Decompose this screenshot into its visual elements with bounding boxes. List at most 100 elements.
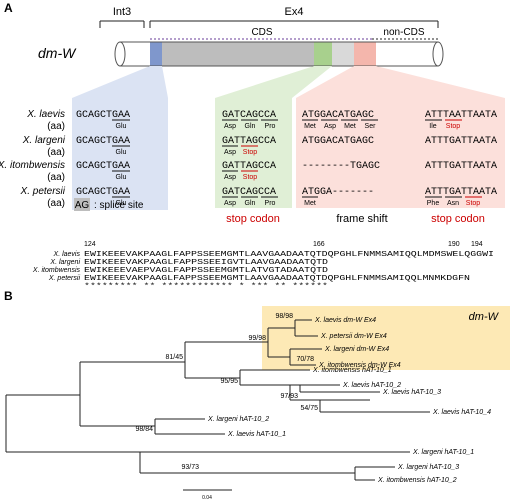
svg-text:98/98: 98/98 (275, 313, 293, 320)
tree-branches (5, 319, 430, 481)
svg-text:ATTTGATTAATA: ATTTGATTAATA (425, 136, 497, 147)
svg-text:X. largeni: X. largeni (22, 135, 66, 146)
svg-text:Ile: Ile (429, 123, 437, 130)
alignment-species: X. laevis X. largeni X. itombwensis X. p… (32, 251, 81, 282)
svg-text:Glu: Glu (116, 149, 127, 156)
stop-codon-caption: stop codon (226, 213, 280, 225)
svg-text:--------TGAGC: --------TGAGC (302, 161, 380, 172)
dm-w-clade-highlight (262, 306, 510, 370)
ex4-label: Ex4 (285, 6, 304, 18)
tree-leaf-labels: X. laevis dm-W Ex4 X. petersii dm-W Ex4 … (207, 317, 491, 484)
leaf-largeni-hat10-1: X. largeni hAT-10_1 (412, 449, 474, 456)
splice-legend-box (74, 198, 90, 211)
svg-text:Met: Met (344, 123, 356, 130)
species-labels: X. laevis X. largeni X. itombwensis X. p… (0, 109, 66, 197)
cds-label: CDS (251, 27, 272, 38)
exon-brackets: Int3 Ex4 CDS non-CDS (99, 6, 439, 40)
svg-text:AG: AG (75, 200, 90, 211)
stop-codon-region (314, 42, 332, 66)
svg-text:GATCAGCCA: GATCAGCCA (222, 187, 276, 198)
svg-text:X. petersii: X. petersii (20, 186, 66, 197)
svg-text:Glu: Glu (116, 123, 127, 130)
leaf-largeni-dmw: X. largeni dm-W Ex4 (324, 346, 389, 353)
bootstrap-values: 98/98 99/98 70/78 81/45 95/95 97/93 54/7… (135, 313, 318, 471)
svg-text:Met: Met (304, 200, 316, 207)
svg-text:166: 166 (313, 241, 325, 248)
leaf-laevis-dmw: X. laevis dm-W Ex4 (314, 317, 376, 324)
svg-text:81/45: 81/45 (165, 354, 183, 361)
splice-projection (72, 66, 168, 98)
svg-text:(aa): (aa) (47, 198, 65, 209)
frameshift-stop-caption: stop codon (431, 213, 485, 225)
svg-text:Gln: Gln (245, 123, 256, 130)
svg-text:97/93: 97/93 (280, 393, 298, 400)
panel-a-label: A (4, 1, 13, 15)
svg-text:ATGGACATGAGC: ATGGACATGAGC (302, 110, 374, 121)
stop-sequences: GATCAGCCA GATTAGCCA GATTAGCCA GATCAGCCA (222, 110, 276, 198)
panel-b-label: B (4, 289, 13, 303)
svg-text:ATGGACATGAGC: ATGGACATGAGC (302, 136, 374, 147)
alignment-positions: 124 166 190 194 (84, 241, 483, 248)
int3-label: Int3 (113, 6, 131, 18)
leaf-laevis-hat10-2: X. laevis hAT-10_2 (342, 382, 401, 389)
svg-text:95/95: 95/95 (220, 378, 238, 385)
noncds-label: non-CDS (383, 27, 424, 38)
frameshift-projection (296, 66, 505, 98)
svg-text:(aa): (aa) (47, 172, 65, 183)
svg-text:Asp: Asp (324, 123, 336, 130)
svg-text:93/73: 93/73 (181, 464, 199, 471)
svg-text:Asn: Asn (447, 200, 459, 207)
svg-text:EWIKEEEVAKPAAGLFAPPSSEEMGMTLAA: EWIKEEEVAKPAAGLFAPPSSEEMGMTLAAVGAADAATQT… (84, 275, 470, 283)
leaf-petersii-dmw: X. petersii dm-W Ex4 (320, 333, 387, 340)
svg-text:Asp: Asp (224, 174, 236, 181)
leaf-itombwensis-hat10-2: X. itombwensis hAT-10_2 (377, 477, 457, 484)
frameshift-region (354, 42, 376, 66)
svg-text:99/98: 99/98 (248, 335, 266, 342)
stop-projection (215, 66, 332, 98)
svg-text:X. largeni: X. largeni (49, 259, 80, 266)
svg-text:********* ** ************ * **: ********* ** ************ * *** ** *****… (84, 283, 328, 291)
leaf-laevis-hat10-4: X. laevis hAT-10_4 (432, 409, 491, 416)
gene-cylinder (114, 41, 444, 67)
scale-bar-label: 0.04 (202, 495, 212, 501)
frameshift-caption: frame shift (336, 213, 387, 225)
leaf-laevis-hat10-3: X. laevis hAT-10_3 (382, 389, 441, 396)
splice-region (150, 42, 162, 66)
svg-text:EWIKEEEVAKPAAGLFAPPSSEEIGVTLAA: EWIKEEEVAKPAAGLFAPPSSEEIGVTLAAVGAADAATQT… (84, 259, 328, 267)
svg-text:ATTTGATTAATA: ATTTGATTAATA (425, 161, 497, 172)
svg-text:Stop: Stop (466, 200, 481, 207)
svg-text:Stop: Stop (243, 174, 258, 181)
svg-text:124: 124 (84, 241, 96, 248)
leaf-itombwensis-hat10-1: X. itombwensis hAT-10_1 (312, 367, 392, 374)
svg-text:ATTTGATTAATA: ATTTGATTAATA (425, 187, 497, 198)
svg-text:Asp: Asp (224, 123, 236, 130)
svg-text:(aa): (aa) (47, 147, 65, 158)
svg-text:190: 190 (448, 241, 460, 248)
svg-text:X. itombwensis: X. itombwensis (0, 160, 65, 171)
leaf-itombwensis-dmw: X. itombwensis dm-W Ex4 (318, 362, 401, 369)
svg-text:98/84: 98/84 (135, 426, 153, 433)
svg-text:194: 194 (471, 241, 483, 248)
svg-text:Stop: Stop (446, 123, 461, 130)
splice-aa: Glu Glu Glu Glu (116, 123, 127, 207)
svg-text:GATTAGCCA: GATTAGCCA (222, 161, 276, 172)
svg-text:Asp: Asp (224, 149, 236, 156)
svg-text:GCAGCTGAA: GCAGCTGAA (76, 110, 130, 121)
svg-text:54/75: 54/75 (300, 405, 318, 412)
svg-text:GCAGCTGAA: GCAGCTGAA (76, 136, 130, 147)
svg-text:Glu: Glu (116, 174, 127, 181)
splice-legend-text: : splice site (94, 200, 144, 211)
leaf-largeni-hat10-2: X. largeni hAT-10_2 (207, 416, 269, 423)
dm-w-clade-title: dm-W (469, 311, 500, 323)
svg-text:Met: Met (304, 123, 316, 130)
svg-text:X. petersii: X. petersii (48, 275, 81, 282)
svg-text:X. itombwensis: X. itombwensis (32, 267, 81, 274)
svg-text:ATTTAATTAATA: ATTTAATTAATA (425, 110, 497, 121)
svg-text:GCAGCTGAA: GCAGCTGAA (76, 187, 130, 198)
aa-labels: (aa) (aa) (aa) (aa) (47, 121, 65, 209)
splice-sequences: GCAGCTGAA GCAGCTGAA GCAGCTGAA GCAGCTGAA (76, 110, 130, 198)
svg-text:Phe: Phe (427, 200, 440, 207)
